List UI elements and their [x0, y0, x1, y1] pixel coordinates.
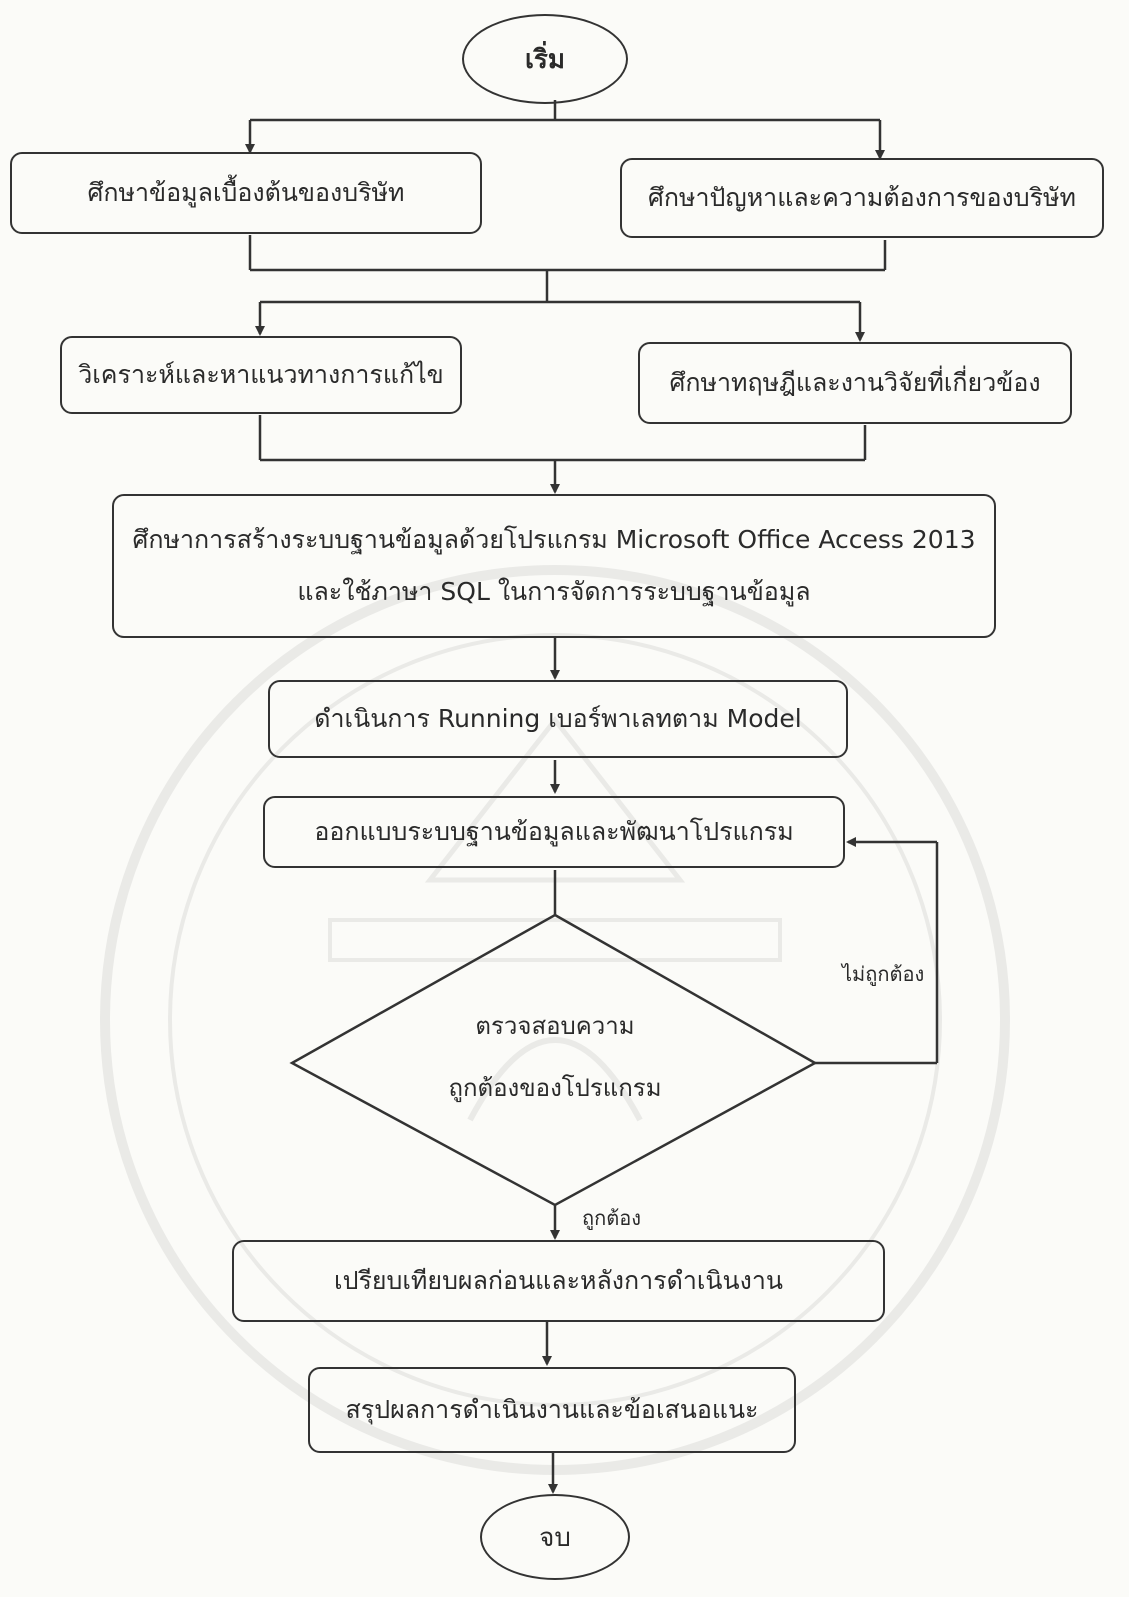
- process-study-problem: ศึกษาปัญหาและความต้องการของบริษัท: [620, 158, 1104, 238]
- start-label: เริ่ม: [525, 44, 565, 75]
- process-study-problem-label: ศึกษาปัญหาและความต้องการของบริษัท: [648, 183, 1076, 212]
- end-label: จบ: [539, 1522, 571, 1553]
- decision-no-label: ไม่ถูกต้อง: [842, 962, 925, 986]
- process-study-basic-label: ศึกษาข้อมูลเบื้องต้นของบริษัท: [87, 178, 405, 207]
- process-theory: ศึกษาทฤษฎีและงานวิจัยที่เกี่ยวข้อง: [638, 342, 1072, 424]
- end-terminal: จบ: [480, 1494, 630, 1580]
- process-compare: เปรียบเทียบผลก่อนและหลังการดำเนินงาน: [232, 1240, 885, 1322]
- process-design-label: ออกแบบระบบฐานข้อมูลและพัฒนาโปรแกรม: [314, 817, 794, 846]
- decision-yes-label: ถูกต้อง: [582, 1206, 641, 1230]
- decision-check-line2: ถูกต้องของโปรแกรม: [448, 1074, 662, 1102]
- process-db-study-line1: ศึกษาการสร้างระบบฐานข้อมูลด้วยโปรแกรม Mi…: [132, 525, 976, 554]
- process-running-label: ดำเนินการ Running เบอร์พาเลทตาม Model: [314, 704, 802, 733]
- decision-check-line1: ตรวจสอบความ: [475, 1012, 635, 1040]
- process-compare-label: เปรียบเทียบผลก่อนและหลังการดำเนินงาน: [334, 1266, 783, 1295]
- process-summary: สรุปผลการดำเนินงานและข้อเสนอแนะ: [308, 1367, 796, 1453]
- process-theory-label: ศึกษาทฤษฎีและงานวิจัยที่เกี่ยวข้อง: [669, 368, 1041, 397]
- process-summary-label: สรุปผลการดำเนินงานและข้อเสนอแนะ: [345, 1395, 759, 1424]
- process-db-study-line2: และใช้ภาษา SQL ในการจัดการระบบฐานข้อมูล: [297, 577, 811, 606]
- decision-check: ตรวจสอบความ ถูกต้องของโปรแกรม: [400, 995, 710, 1119]
- start-terminal: เริ่ม: [462, 14, 628, 104]
- process-design: ออกแบบระบบฐานข้อมูลและพัฒนาโปรแกรม: [263, 796, 845, 868]
- process-analyze-label: วิเคราะห์และหาแนวทางการแก้ไข: [78, 360, 444, 389]
- process-analyze: วิเคราะห์และหาแนวทางการแก้ไข: [60, 336, 462, 414]
- process-running: ดำเนินการ Running เบอร์พาเลทตาม Model: [268, 680, 848, 758]
- process-db-study: ศึกษาการสร้างระบบฐานข้อมูลด้วยโปรแกรม Mi…: [112, 494, 996, 638]
- process-study-basic: ศึกษาข้อมูลเบื้องต้นของบริษัท: [10, 152, 482, 234]
